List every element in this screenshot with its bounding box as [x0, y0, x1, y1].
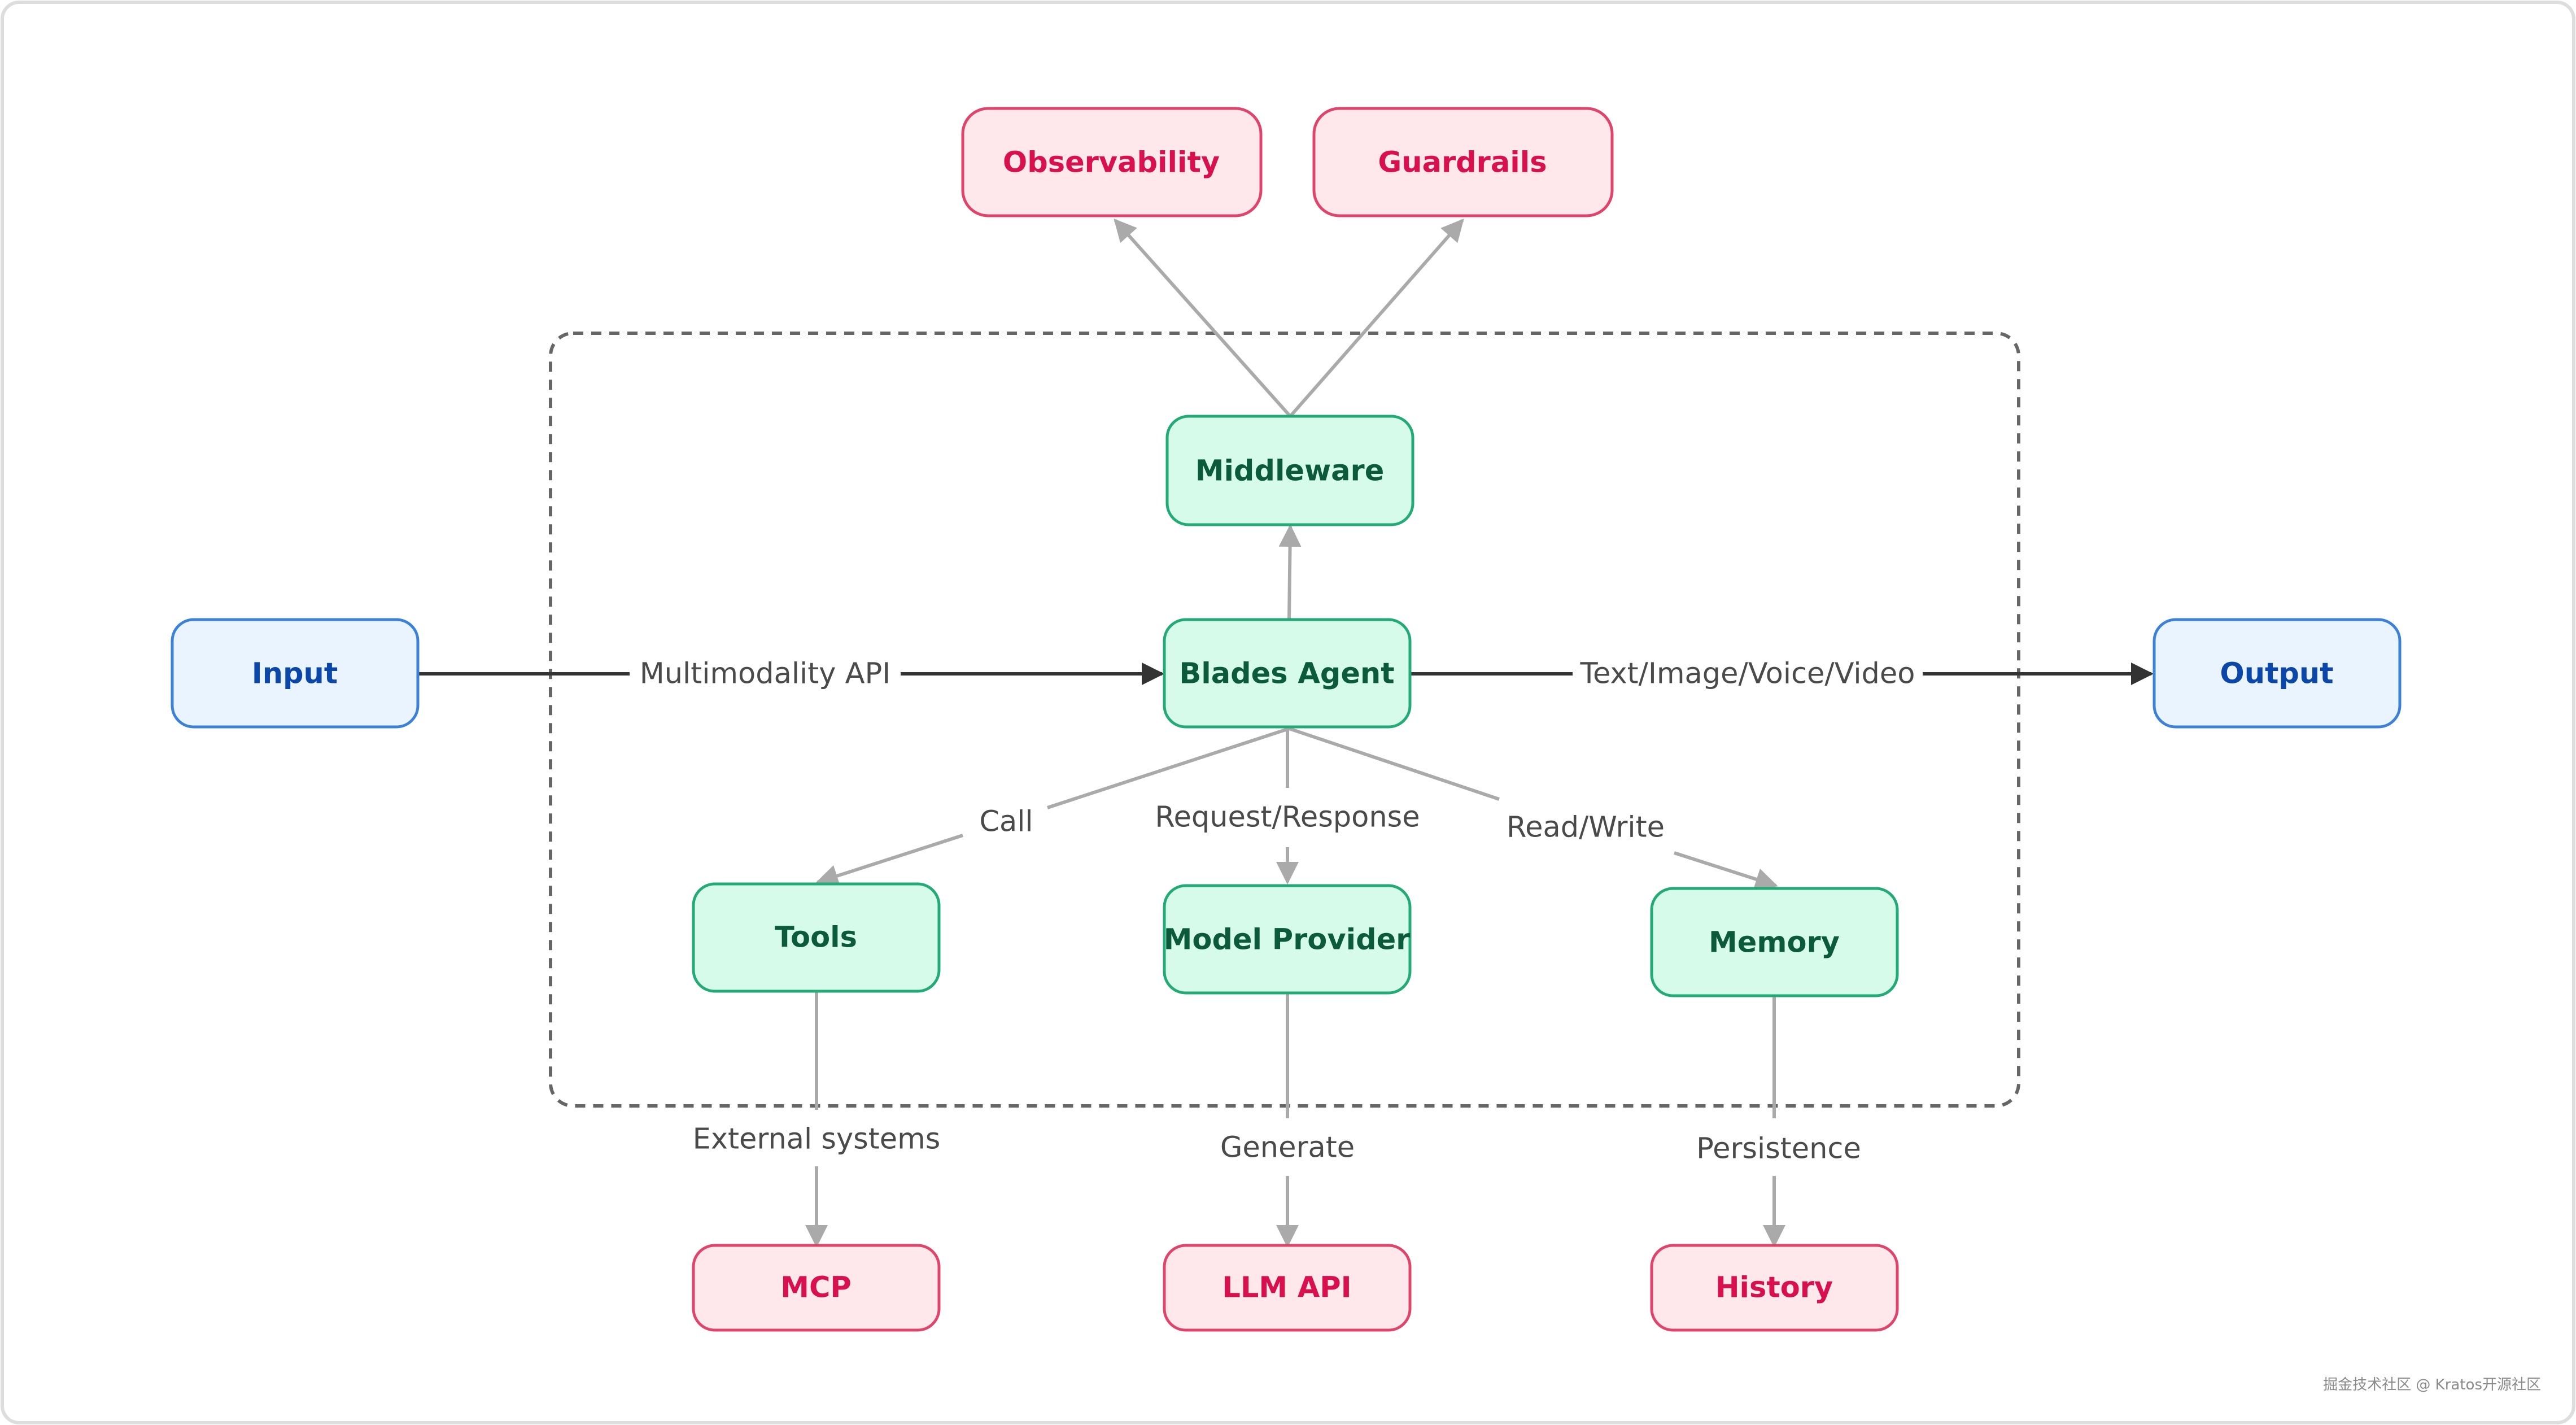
node-blades-agent: Blades Agent	[1163, 618, 1412, 729]
node-llm-api: LLM API	[1163, 1244, 1412, 1332]
watermark: 掘金技术社区 @ Kratos开源社区	[2323, 1376, 2541, 1393]
node-output: Output	[2153, 618, 2402, 729]
node-observability-label: Observability	[1003, 146, 1220, 180]
edge-agent-readwrite-b	[1674, 851, 1778, 890]
edge-label-output-types: Text/Image/Voice/Video	[1579, 657, 1915, 691]
edge-agent-call-a	[1047, 727, 1290, 809]
edge-agent-middleware	[1278, 524, 1302, 620]
node-history-label: History	[1715, 1271, 1833, 1305]
edge-label-read-write: Read/Write	[1507, 811, 1665, 844]
node-observability: Observability	[961, 107, 1263, 217]
node-model-provider: Model Provider	[1163, 884, 1412, 995]
node-input: Input	[171, 618, 420, 729]
node-input-label: Input	[252, 657, 338, 691]
agent-boundary	[549, 332, 2020, 1108]
node-output-label: Output	[2220, 657, 2333, 691]
edge-middleware-observability	[1114, 219, 1292, 417]
node-guardrails: Guardrails	[1312, 107, 1614, 217]
edge-label-call: Call	[979, 805, 1033, 839]
node-middleware: Middleware	[1165, 415, 1414, 526]
edge-label-request-response: Request/Response	[1155, 801, 1420, 834]
edge-label-external-systems: External systems	[693, 1123, 941, 1156]
node-memory: Memory	[1650, 887, 1899, 997]
node-history: History	[1650, 1244, 1899, 1332]
edge-agent-call-b	[815, 834, 963, 887]
edge-label-multimodality-api: Multimodality API	[640, 657, 891, 691]
node-tools: Tools	[692, 882, 941, 993]
node-tools-label: Tools	[775, 921, 857, 955]
node-mcp: MCP	[692, 1244, 941, 1332]
edge-agent-readwrite-a	[1289, 727, 1500, 801]
node-guardrails-label: Guardrails	[1378, 146, 1547, 180]
node-middleware-label: Middleware	[1195, 455, 1385, 488]
edge-label-generate: Generate	[1220, 1131, 1355, 1165]
node-llm-api-label: LLM API	[1222, 1271, 1351, 1305]
edge-middleware-guardrails	[1289, 218, 1464, 417]
node-mcp-label: MCP	[780, 1271, 852, 1305]
edge-label-persistence: Persistence	[1696, 1132, 1861, 1166]
node-blades-agent-label: Blades Agent	[1179, 657, 1394, 691]
node-memory-label: Memory	[1709, 926, 1840, 960]
node-model-provider-label: Model Provider	[1164, 923, 1411, 957]
